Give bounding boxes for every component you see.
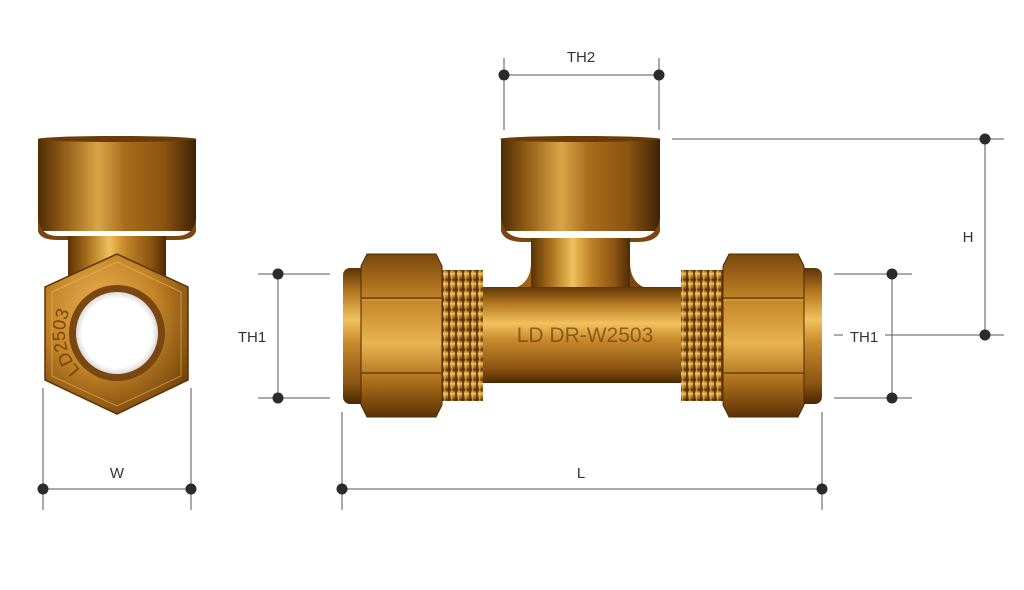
left-hex-nut bbox=[343, 253, 443, 418]
dimension-labels: TH2 H TH1 TH1 W L bbox=[110, 49, 974, 482]
end-view-socket bbox=[38, 136, 196, 240]
side-view-socket bbox=[500, 136, 660, 242]
left-thread bbox=[441, 270, 483, 401]
body-engraving: LD DR-W2503 bbox=[517, 324, 654, 347]
l-label: L bbox=[577, 465, 585, 482]
side-view-neck bbox=[531, 238, 630, 294]
dimension-lines bbox=[42, 58, 1004, 510]
end-view: LD2503 bbox=[38, 136, 196, 415]
h-label: H bbox=[963, 229, 974, 246]
w-label: W bbox=[110, 465, 125, 482]
th1-right-label-bg bbox=[843, 325, 885, 347]
th1-left-label: TH1 bbox=[238, 329, 266, 346]
th2-label: TH2 bbox=[567, 49, 595, 66]
right-thread bbox=[681, 270, 724, 401]
main-body bbox=[478, 287, 688, 383]
dimension-dots bbox=[37, 69, 991, 495]
th1-right-label: TH1 bbox=[850, 329, 878, 346]
right-hex-nut bbox=[722, 253, 822, 418]
end-view-hex-nut: LD2503 bbox=[44, 253, 189, 415]
side-view: LD DR-W2503 bbox=[343, 136, 822, 418]
bore-hole bbox=[76, 292, 158, 374]
